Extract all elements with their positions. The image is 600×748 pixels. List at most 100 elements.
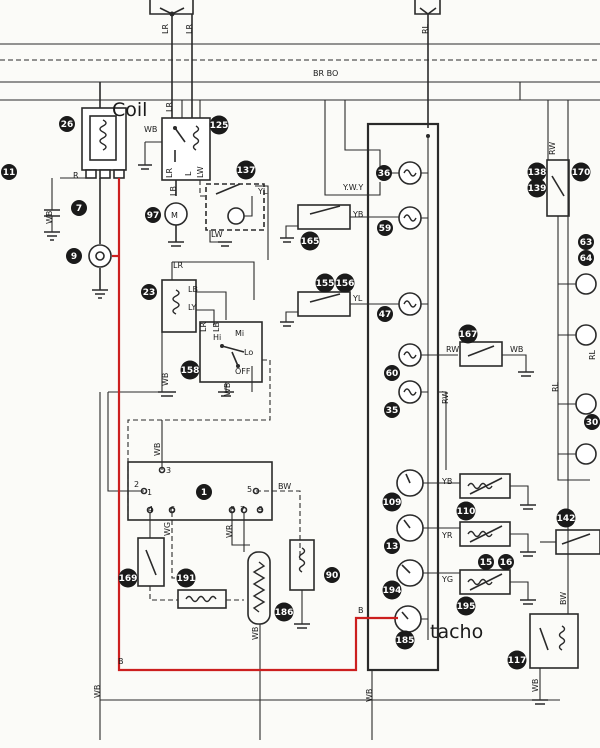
wire-label: 9	[258, 505, 263, 514]
component-badge: 26	[59, 116, 75, 132]
component-badge: 186	[274, 602, 294, 622]
component-number: 35	[386, 406, 399, 416]
component-number: 64	[580, 254, 593, 264]
wire-label: Y.W.Y	[342, 183, 363, 192]
right-area	[529, 100, 600, 705]
component-badge: 36	[376, 165, 392, 181]
wire-label: RW	[446, 345, 459, 354]
component-badge: 1	[196, 484, 212, 500]
wire-label: B	[118, 657, 124, 666]
wire-label: 5	[247, 485, 252, 494]
ignition-coil-group	[44, 82, 127, 299]
component-badge: 64	[578, 250, 594, 266]
wire-label: WR	[225, 524, 234, 538]
component-badge: 109	[382, 492, 402, 512]
wire-label: YL	[257, 187, 268, 196]
main-feeds	[171, 14, 429, 128]
wire-label: LY	[188, 303, 196, 312]
component-badge: 90	[324, 567, 340, 583]
component-number: 16	[500, 558, 513, 568]
relay-125	[138, 100, 211, 181]
wire-label: 6	[170, 505, 175, 514]
wire-label: LB	[212, 322, 221, 332]
wire-label: 4	[148, 505, 153, 514]
panel-lamps	[398, 161, 428, 404]
component-number: 142	[557, 514, 576, 524]
coil-90	[289, 539, 315, 629]
component-badge: 158	[180, 360, 200, 380]
component-number: 11	[3, 168, 16, 178]
gauge-senders	[423, 473, 536, 605]
wire-label: WB	[153, 443, 162, 456]
component-badge: 191	[176, 568, 196, 588]
wire-label: LR	[173, 261, 183, 270]
component-number: 109	[383, 498, 402, 508]
component-number: 169	[119, 574, 138, 584]
wire-label: RL	[551, 381, 560, 392]
component-badge: 47	[377, 306, 393, 322]
component-number: 139	[528, 184, 547, 194]
component-badge: 138	[527, 162, 547, 182]
component-number: 30	[586, 418, 599, 428]
control-block-1	[107, 391, 301, 560]
wire-label: L	[184, 171, 193, 176]
component-badge: 194	[382, 580, 402, 600]
component-badge: 30	[584, 414, 600, 430]
wire-label: WB	[531, 679, 540, 692]
component-number: 191	[177, 574, 196, 584]
component-number: 155	[316, 279, 335, 289]
component-number: 185	[396, 636, 415, 646]
wire-label: YB	[441, 477, 452, 486]
wire-label: YR	[441, 531, 453, 540]
wire-label: R	[73, 171, 79, 180]
wire-label: RW	[548, 142, 557, 155]
resistor-191	[149, 512, 244, 609]
component-badge: 125	[209, 115, 229, 135]
component-number: 125	[210, 121, 229, 131]
component-badge: 13	[384, 538, 400, 554]
component-badge: 110	[456, 501, 476, 521]
resistor-186	[231, 512, 271, 650]
component-number: 13	[386, 542, 399, 552]
wire-label: LR	[165, 168, 174, 178]
wire-label: LW	[196, 166, 205, 178]
component-badge: 156	[335, 273, 355, 293]
wire-label: WB	[251, 627, 260, 640]
component-badge: 59	[377, 220, 393, 236]
component-badge: 170	[571, 162, 591, 182]
component-number: 9	[71, 252, 77, 262]
component-badge: 155	[315, 273, 335, 293]
relay-169	[137, 512, 165, 587]
component-number: 1	[201, 488, 207, 498]
svg-text:M: M	[171, 211, 178, 220]
wire-label: YL	[352, 294, 363, 303]
component-badge: 11	[1, 164, 17, 180]
component-number: 195	[457, 602, 476, 612]
component-badge: 117	[507, 650, 527, 670]
wire-label: LR	[161, 24, 170, 34]
coil-annotation: Coil	[112, 99, 147, 121]
component-badge: 9	[66, 248, 82, 264]
regulator-23	[161, 261, 255, 366]
wire-label: WG	[163, 522, 172, 536]
wire-label: WB	[161, 373, 170, 386]
wire-label: WB	[365, 689, 374, 702]
component-badge: 16	[498, 554, 514, 570]
component-number: 26	[61, 120, 74, 130]
component-badge: 195	[456, 596, 476, 616]
wire-label: 3	[166, 466, 171, 475]
component-number: 158	[181, 366, 200, 376]
wire-label: LB	[169, 186, 178, 196]
bottom-wires	[99, 392, 560, 740]
switch-137	[199, 180, 269, 260]
component-number: 170	[572, 168, 591, 178]
component-number: 23	[143, 288, 156, 298]
wire-label: Hi	[213, 333, 221, 342]
component-number: 137	[237, 166, 256, 176]
component-number: 90	[326, 571, 339, 581]
wire-label: WB	[144, 125, 157, 134]
wire-label: WB	[223, 383, 232, 396]
